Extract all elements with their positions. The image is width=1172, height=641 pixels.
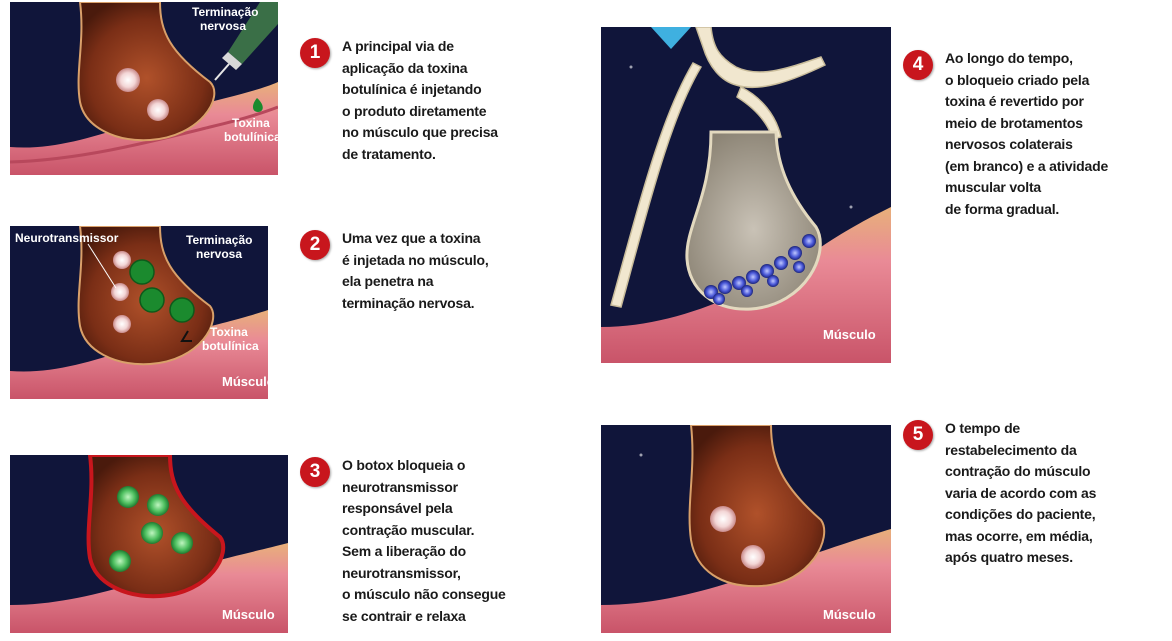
step-number-badge: 1 (300, 38, 330, 68)
step-5: 5 O tempo de restabelecimento da contraç… (903, 418, 1168, 569)
vesicle (147, 99, 169, 121)
step-number-badge: 3 (300, 457, 330, 487)
illustration-step-3: Músculo (10, 455, 288, 633)
step-3: 3 O botox bloqueia o neurotransmissor re… (300, 455, 590, 627)
step-1: 1 A principal via de aplicação da toxina… (300, 36, 580, 165)
toxin-particle (140, 288, 164, 312)
step-number-badge: 4 (903, 50, 933, 80)
panel-step-3: Músculo (10, 455, 288, 633)
step-2: 2 Uma vez que a toxina é injetada no mús… (300, 228, 580, 314)
panel-step-1: Terminaçãonervosa Toxinabotulínica (10, 2, 278, 175)
illustration-step-2: Neurotransmissor Terminaçãonervosa Toxin… (10, 226, 268, 399)
toxin-particle (130, 260, 154, 284)
step-4: 4 Ao longo do tempo, o bloqueio criado p… (903, 48, 1168, 220)
panel-step-2: Neurotransmissor Terminaçãonervosa Toxin… (10, 226, 268, 399)
muscle-label: Músculo (823, 327, 876, 342)
step-description: O tempo de restabelecimento da contração… (945, 418, 1096, 569)
step-number-badge: 5 (903, 420, 933, 450)
panel-step-5: Músculo (601, 425, 891, 633)
illustration-step-5: Músculo (601, 425, 891, 633)
step-description: Ao longo do tempo, o bloqueio criado pel… (945, 48, 1108, 220)
toxin-particle (170, 298, 194, 322)
illustration-step-1: Terminaçãonervosa Toxinabotulínica (10, 2, 278, 175)
muscle-label: Músculo (222, 607, 275, 622)
panel-step-4: Músculo (601, 27, 891, 363)
muscle-label: Músculo (823, 607, 876, 622)
illustration-step-4: Músculo (601, 27, 891, 363)
vesicle (116, 68, 140, 92)
muscle-label: Músculo (222, 374, 268, 389)
step-description: A principal via de aplicação da toxina b… (342, 36, 498, 165)
neurotransmitter-label: Neurotransmissor (15, 231, 119, 245)
step-description: Uma vez que a toxina é injetada no múscu… (342, 228, 489, 314)
step-number-badge: 2 (300, 230, 330, 260)
step-description: O botox bloqueia o neurotransmissor resp… (342, 455, 506, 627)
